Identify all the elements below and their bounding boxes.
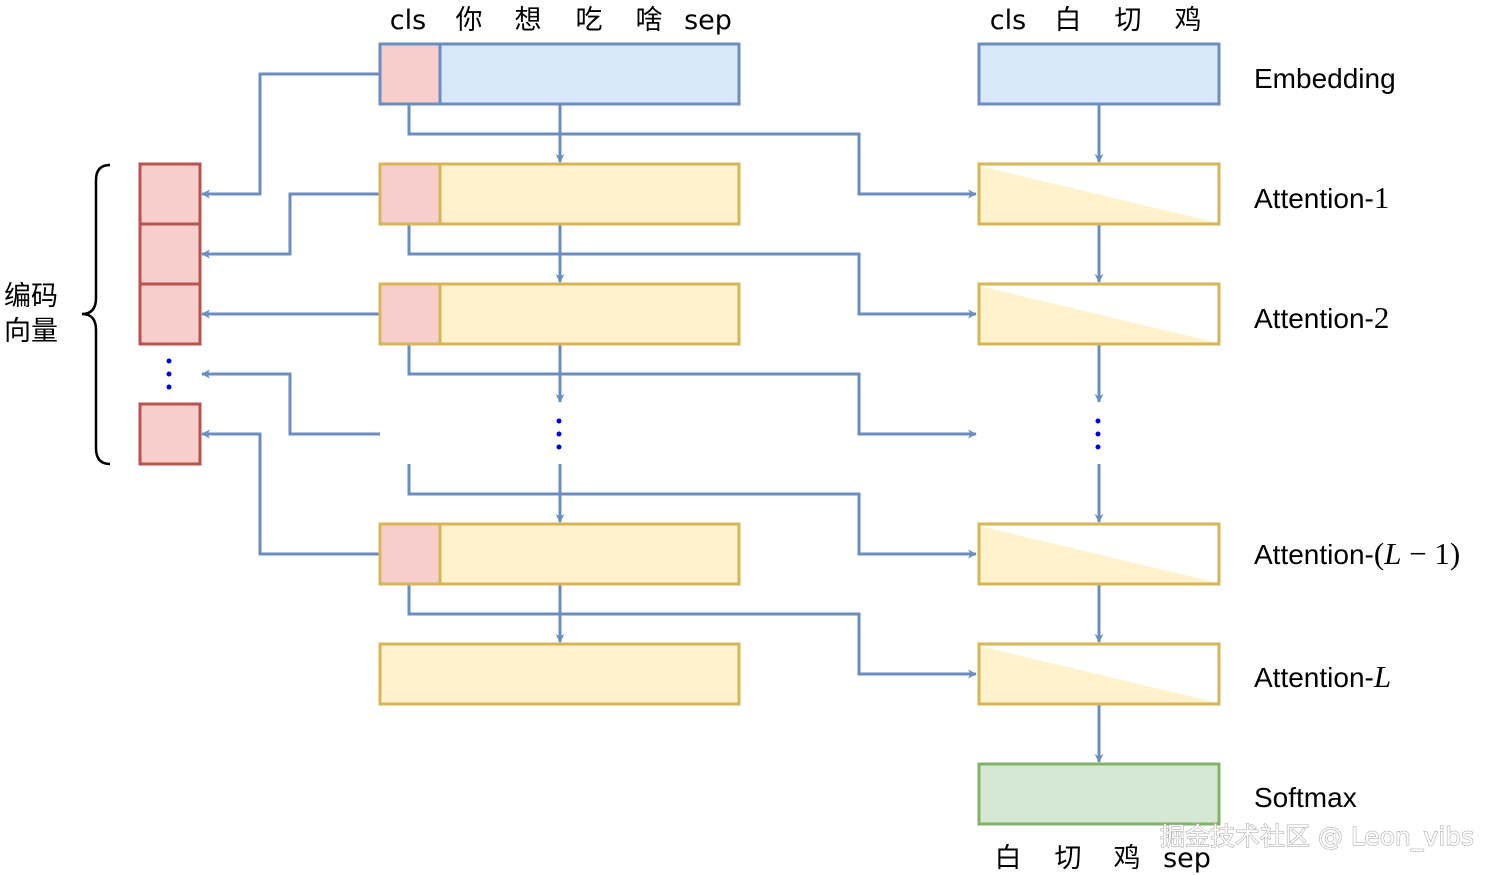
gap-mask — [380, 404, 410, 462]
decoder-attention-2-block — [977, 282, 1221, 346]
watermark: 掘金技术社区 @ Leon_vibs — [1160, 822, 1474, 851]
encoding-vector-label-line2: 向量 — [4, 316, 58, 347]
arrow-cross-emb-to-att1 — [407, 104, 977, 199]
label-embedding: Embedding — [1254, 63, 1396, 94]
arrow-cross-attlm1-to-attl — [407, 584, 977, 679]
token-sep: sep — [684, 5, 732, 36]
decoder-stack — [977, 42, 1221, 826]
label-softmax: Softmax — [1254, 782, 1357, 813]
token: 吃 — [576, 5, 603, 36]
arrow-cross-att1-to-att2 — [407, 224, 977, 319]
label-attention-l-minus-1: Attention-(L − 1) — [1254, 536, 1460, 571]
encoding-vector: 编码 向量 — [4, 162, 202, 466]
token: 白 — [1055, 5, 1082, 36]
token-cls: cls — [390, 5, 426, 36]
arrow-cross-att2-to-ellipsis — [407, 344, 977, 439]
label-attention-1: Attention-1 — [1254, 180, 1389, 215]
output-token: 切 — [1055, 843, 1082, 874]
token: 你 — [456, 5, 483, 36]
encoder-input-tokens: cls 你 想 吃 啥 sep — [390, 5, 732, 36]
encoder-attention-L-block — [378, 642, 741, 706]
output-token: 鸡 — [1114, 843, 1141, 874]
token-cls: cls — [990, 5, 1026, 36]
vector-cell — [138, 282, 202, 346]
decoder-attention-L-block — [977, 642, 1221, 706]
token: 切 — [1115, 5, 1142, 36]
decoder-attention-1-block — [977, 162, 1221, 226]
layer-labels: Embedding Attention-1 Attention-2 Attent… — [1254, 63, 1460, 813]
encoder-attention-lm1-block — [378, 522, 741, 586]
token: 鸡 — [1175, 5, 1202, 36]
encoder-ellipsis — [556, 418, 562, 450]
vector-cell — [138, 222, 202, 286]
cls-cell — [378, 42, 442, 106]
decoder-ellipsis — [1095, 418, 1101, 450]
cls-cell — [378, 162, 442, 226]
arrow-cls-ellipsis-to-vec-ellipsis — [201, 369, 380, 436]
token: 啥 — [636, 5, 663, 36]
vector-cell — [138, 162, 202, 226]
arrow-cross-ellipsis-to-attlm1 — [407, 464, 977, 559]
decoder-attention-lm1-block — [977, 522, 1221, 586]
label-attention-2: Attention-2 — [1254, 300, 1389, 335]
cls-cell — [378, 522, 442, 586]
softmax-block — [977, 762, 1221, 826]
cls-cell — [378, 282, 442, 346]
curly-brace — [81, 163, 111, 466]
decoder-input-tokens: cls 白 切 鸡 — [990, 5, 1202, 36]
encoder-attention-1-block — [378, 162, 741, 226]
vector-ellipsis — [166, 358, 172, 390]
arrow-cls-emb-to-vec1 — [201, 72, 380, 199]
connectors — [201, 72, 1104, 763]
decoder-embedding-block — [977, 42, 1221, 106]
vector-cell — [138, 402, 202, 466]
arrow-cls-att1-to-vec2 — [201, 192, 380, 259]
decoder-output-tokens: 白 切 鸡 sep — [995, 843, 1211, 874]
encoding-vector-label-line1: 编码 — [4, 281, 58, 312]
encoder-attention-2-block — [378, 282, 741, 346]
arrow-cls-attlm1-to-vecn — [201, 429, 380, 556]
encoder-stack — [378, 42, 741, 706]
token: 想 — [515, 5, 542, 36]
label-attention-L: Attention-L — [1254, 659, 1391, 694]
output-token: 白 — [995, 843, 1022, 874]
encoder-embedding-block — [378, 42, 741, 106]
output-token-sep: sep — [1163, 843, 1211, 874]
